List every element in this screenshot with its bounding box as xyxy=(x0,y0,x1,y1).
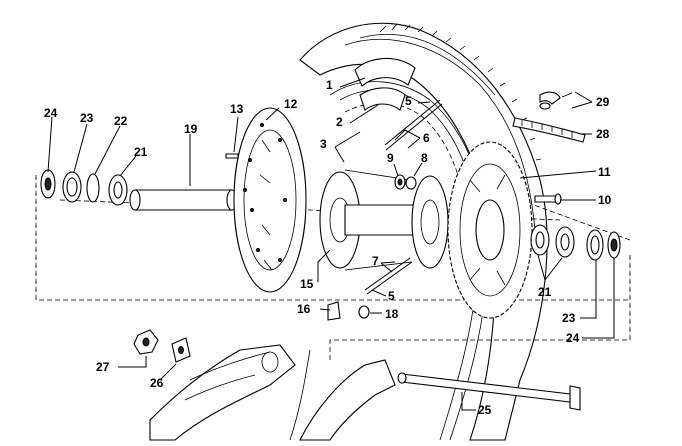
inner-tube xyxy=(354,57,416,87)
label-6: 6 xyxy=(423,131,430,145)
axle-spacer xyxy=(129,189,238,211)
label-27: 27 xyxy=(96,360,110,374)
label-11: 11 xyxy=(598,165,611,179)
label-25: 25 xyxy=(478,403,492,417)
sprocket-bolt xyxy=(534,193,562,205)
label-2: 2 xyxy=(336,115,343,129)
label-23-left: 23 xyxy=(80,111,94,125)
label-28: 28 xyxy=(596,127,610,141)
label-21-left: 21 xyxy=(134,145,148,159)
label-24-left: 24 xyxy=(44,106,58,120)
disc-bolt xyxy=(225,153,239,159)
label-5-top: 5 xyxy=(405,94,412,108)
wheel-axle xyxy=(397,372,581,411)
label-5-bottom: 5 xyxy=(388,289,395,303)
sprocket xyxy=(447,141,533,319)
washer-nut xyxy=(394,174,417,190)
label-3: 3 xyxy=(320,137,327,151)
label-8: 8 xyxy=(421,151,428,165)
valve-cap xyxy=(327,301,341,321)
chain-adjuster xyxy=(171,337,191,363)
label-24-right: 24 xyxy=(566,331,580,345)
drive-chain xyxy=(512,117,586,143)
axle-nut xyxy=(133,329,159,355)
label-15: 15 xyxy=(300,277,314,291)
label-9: 9 xyxy=(387,151,394,165)
brake-disc xyxy=(233,107,307,293)
label-1: 1 xyxy=(326,78,333,92)
label-16: 16 xyxy=(297,302,311,316)
hub xyxy=(319,169,449,271)
label-13: 13 xyxy=(230,102,244,116)
tyre xyxy=(299,22,548,441)
left-bearing-stack xyxy=(40,169,128,206)
label-22: 22 xyxy=(114,114,128,128)
chain-master-link xyxy=(539,91,573,110)
label-26: 26 xyxy=(150,376,164,390)
valve-nut xyxy=(358,305,370,319)
label-23-right: 23 xyxy=(562,311,576,325)
label-19: 19 xyxy=(184,122,198,136)
label-21-right: 21 xyxy=(538,285,552,299)
swingarm xyxy=(149,344,396,441)
leader-lines xyxy=(47,77,615,411)
right-bearing-stack xyxy=(530,224,621,261)
spoke-upper xyxy=(384,99,443,151)
label-29: 29 xyxy=(596,95,610,109)
label-18: 18 xyxy=(385,307,399,321)
rim-tape xyxy=(359,87,406,111)
label-10: 10 xyxy=(598,193,612,207)
spoke-lower xyxy=(364,257,413,295)
label-7: 7 xyxy=(372,254,379,268)
label-12: 12 xyxy=(284,97,298,111)
